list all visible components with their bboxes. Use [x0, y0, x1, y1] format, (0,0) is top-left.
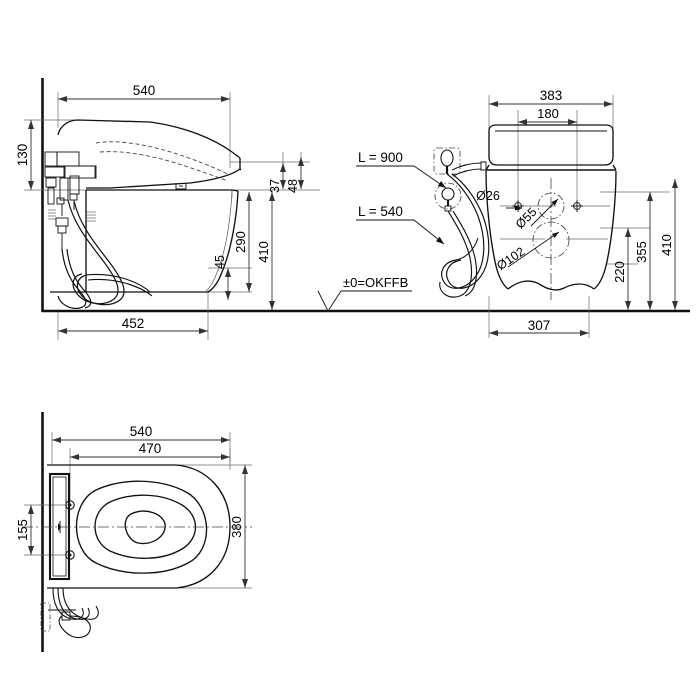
connector-dashed-circle: [434, 182, 462, 210]
callout-l540: L = 540: [356, 204, 445, 245]
dimension-front-355-label: 355: [634, 241, 649, 263]
dimension-front-180-label: 180: [537, 106, 559, 121]
dimension-front-383: 383: [489, 88, 613, 107]
dimension-side-37: 37: [268, 163, 286, 193]
side-internal-fittings: [44, 151, 97, 249]
dimension-plan-540-label: 540: [130, 424, 153, 439]
front-cable-and-hose: [433, 147, 490, 298]
dimension-side-130-label: 130: [15, 144, 30, 167]
fixing-hole-bottom: [65, 550, 75, 560]
plan-fixing-holes: [65, 500, 75, 560]
dimension-front-220: 220: [612, 228, 631, 310]
datum-okffb: ±0=OKFFB: [317, 275, 412, 312]
dimension-plan-380-label: 380: [229, 516, 244, 538]
dimension-plan-470-label: 470: [139, 441, 162, 456]
dimension-side-540-label: 540: [133, 83, 156, 98]
dimension-side-48: 48: [286, 157, 304, 193]
dimension-side-37-label: 37: [268, 179, 282, 193]
circle-d102: [532, 221, 570, 259]
dimension-front-220-label: 220: [612, 261, 627, 283]
side-toilet-outline: [50, 119, 242, 293]
view-plan: 540 470 380 155: [15, 412, 252, 652]
dimension-side-410-label: 410: [256, 241, 271, 263]
dimension-side-45-label: 45: [213, 255, 227, 269]
front-extension-lines: [488, 95, 670, 338]
dimension-side-452-label: 452: [122, 316, 145, 331]
view-side-elevation: 540 130 37 48 290 45 410: [15, 78, 690, 340]
datum-okffb-label: ±0=OKFFB: [343, 275, 408, 290]
dimension-side-130: 130: [15, 120, 34, 190]
dimension-front-307-label: 307: [528, 318, 551, 333]
plan-hoses: [40, 587, 99, 639]
dimension-front-355: 355: [634, 192, 653, 310]
side-supply-hoses: [57, 199, 153, 309]
dimension-front-307: 307: [489, 318, 589, 336]
dimension-side-290-label: 290: [233, 231, 248, 253]
dimension-front-180: 180: [518, 106, 577, 125]
leader-dia-26: Ø26: [476, 189, 522, 211]
dimension-side-452: 452: [58, 316, 208, 334]
front-connection-circles: [532, 192, 570, 259]
datum-triangle: [317, 290, 342, 312]
fixing-hole-top: [65, 500, 75, 510]
dimension-plan-540: 540: [52, 424, 230, 443]
front-toilet-outline: [480, 124, 617, 291]
plan-mounting-plate: [48, 472, 71, 581]
dimension-plan-470: 470: [70, 441, 230, 460]
plan-center-marker: [58, 521, 61, 533]
dimension-plan-155: 155: [15, 505, 34, 555]
circle-d55: [537, 192, 565, 220]
callout-l900: L = 900: [356, 150, 447, 189]
dimension-front-410: 410: [659, 179, 678, 310]
dimension-front-410-label: 410: [659, 234, 674, 256]
bolt-marker-right: [571, 200, 583, 212]
callout-l900-label: L = 900: [358, 150, 403, 165]
dimension-side-48-label: 48: [286, 179, 300, 193]
plan-toilet-outline: [47, 464, 231, 589]
dimension-side-540: 540: [58, 83, 230, 102]
dimension-plan-380: 380: [229, 465, 248, 588]
dimension-side-45: 45: [213, 255, 231, 300]
dimension-front-383-label: 383: [540, 88, 563, 103]
callout-l540-label: L = 540: [358, 204, 403, 219]
dimension-plan-155-label: 155: [15, 519, 30, 541]
dimension-side-410: 410: [256, 192, 275, 310]
dia-26-label: Ø26: [476, 189, 500, 203]
dimension-side-290: 290: [233, 192, 252, 292]
